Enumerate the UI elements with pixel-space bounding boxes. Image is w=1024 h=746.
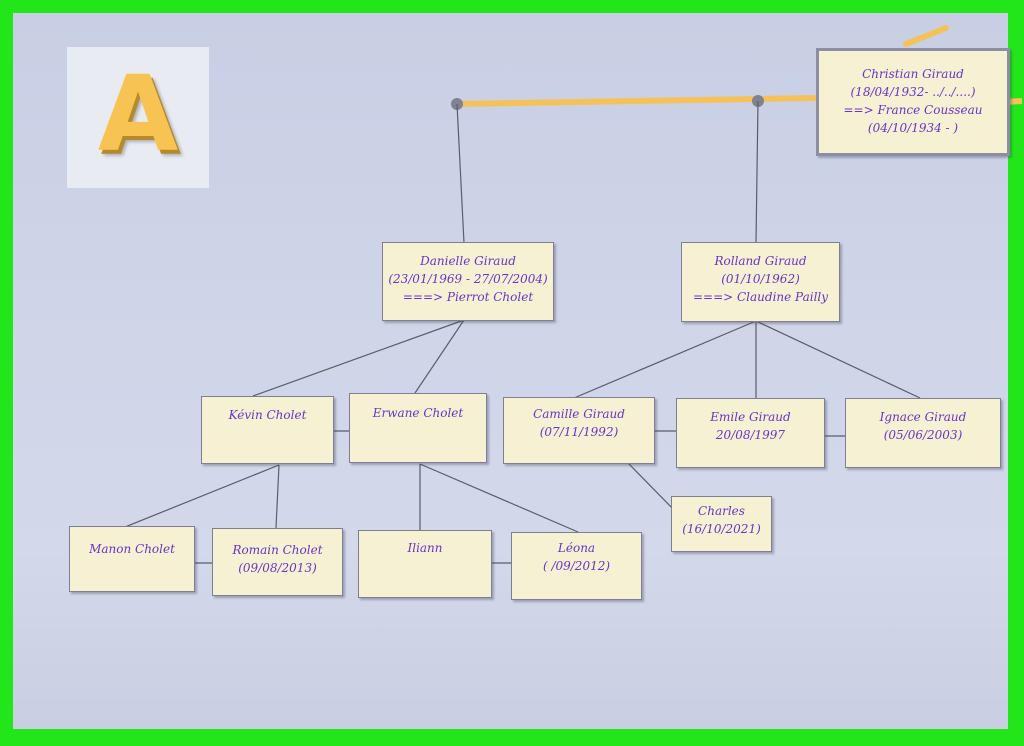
person-manon-cholet: Manon Cholet <box>69 526 195 592</box>
person-name: Camille Giraud <box>533 407 625 421</box>
person-dates: ( /09/2012) <box>542 559 611 573</box>
person-name: Manon Cholet <box>89 542 175 556</box>
person-dates: (09/08/2013) <box>238 561 317 575</box>
person-dates: 20/08/1997 <box>715 428 786 442</box>
person-ignace-giraud: Ignace Giraud (05/06/2003) <box>845 398 1001 468</box>
person-name: Kévin Cholet <box>228 408 307 422</box>
spouse-dates: (04/10/1934 - ) <box>867 121 959 135</box>
person-name: Ignace Giraud <box>879 410 967 424</box>
person-dates: (23/01/1969 - 27/07/2004) <box>388 272 548 286</box>
person-spouse: ===> Claudine Pailly <box>692 290 829 304</box>
person-emile-giraud: Emile Giraud 20/08/1997 <box>676 398 825 468</box>
person-dates: (05/06/2003) <box>883 428 963 442</box>
person-name: Christian Giraud <box>862 67 964 81</box>
person-dates: (01/10/1962) <box>721 272 800 286</box>
person-danielle-giraud: Danielle Giraud (23/01/1969 - 27/07/2004… <box>382 242 554 321</box>
person-name: Erwane Cholet <box>372 406 464 420</box>
person-iliann: Iliann <box>358 530 492 598</box>
person-name: Danielle Giraud <box>420 254 516 268</box>
person-spouse: ==> France Cousseau <box>843 103 983 117</box>
person-name: Rolland Giraud <box>714 254 807 268</box>
person-spouse: ===> Pierrot Cholet <box>402 290 534 304</box>
person-charles: Charles (16/10/2021) <box>671 496 772 552</box>
marriage-line-top <box>903 25 949 47</box>
person-romain-cholet: Romain Cholet (09/08/2013) <box>212 528 343 596</box>
person-name: Emile Giraud <box>710 410 791 424</box>
person-dates: (16/10/2021) <box>682 522 761 536</box>
logo-letter: A <box>97 53 179 175</box>
person-dates: (07/11/1992) <box>539 425 619 439</box>
logo-tile: A <box>67 47 209 188</box>
person-rolland-giraud: Rolland Giraud (01/10/1962) ===> Claudin… <box>681 242 840 322</box>
person-leona: Léona ( /09/2012) <box>511 532 642 600</box>
person-dates: (18/04/1932- ../../....) <box>850 85 976 99</box>
person-name: Iliann <box>407 541 443 555</box>
person-kevin-cholet: Kévin Cholet <box>201 396 334 464</box>
person-christian-giraud: Christian Giraud (18/04/1932- ../../....… <box>816 48 1010 156</box>
person-camille-giraud: Camille Giraud (07/11/1992) <box>503 397 655 464</box>
person-name: Romain Cholet <box>232 543 323 557</box>
person-erwane-cholet: Erwane Cholet <box>349 393 487 463</box>
person-name: Léona <box>557 541 596 555</box>
person-name: Charles <box>698 504 745 518</box>
